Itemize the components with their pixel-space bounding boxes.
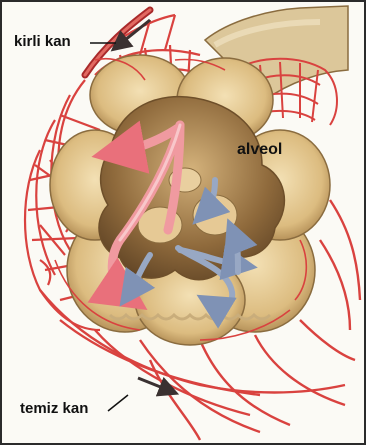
- label-clean-blood: temiz kan: [20, 400, 88, 417]
- label-alveolus: alveol: [237, 141, 282, 159]
- label-dirty-blood: kirli kan: [14, 33, 71, 50]
